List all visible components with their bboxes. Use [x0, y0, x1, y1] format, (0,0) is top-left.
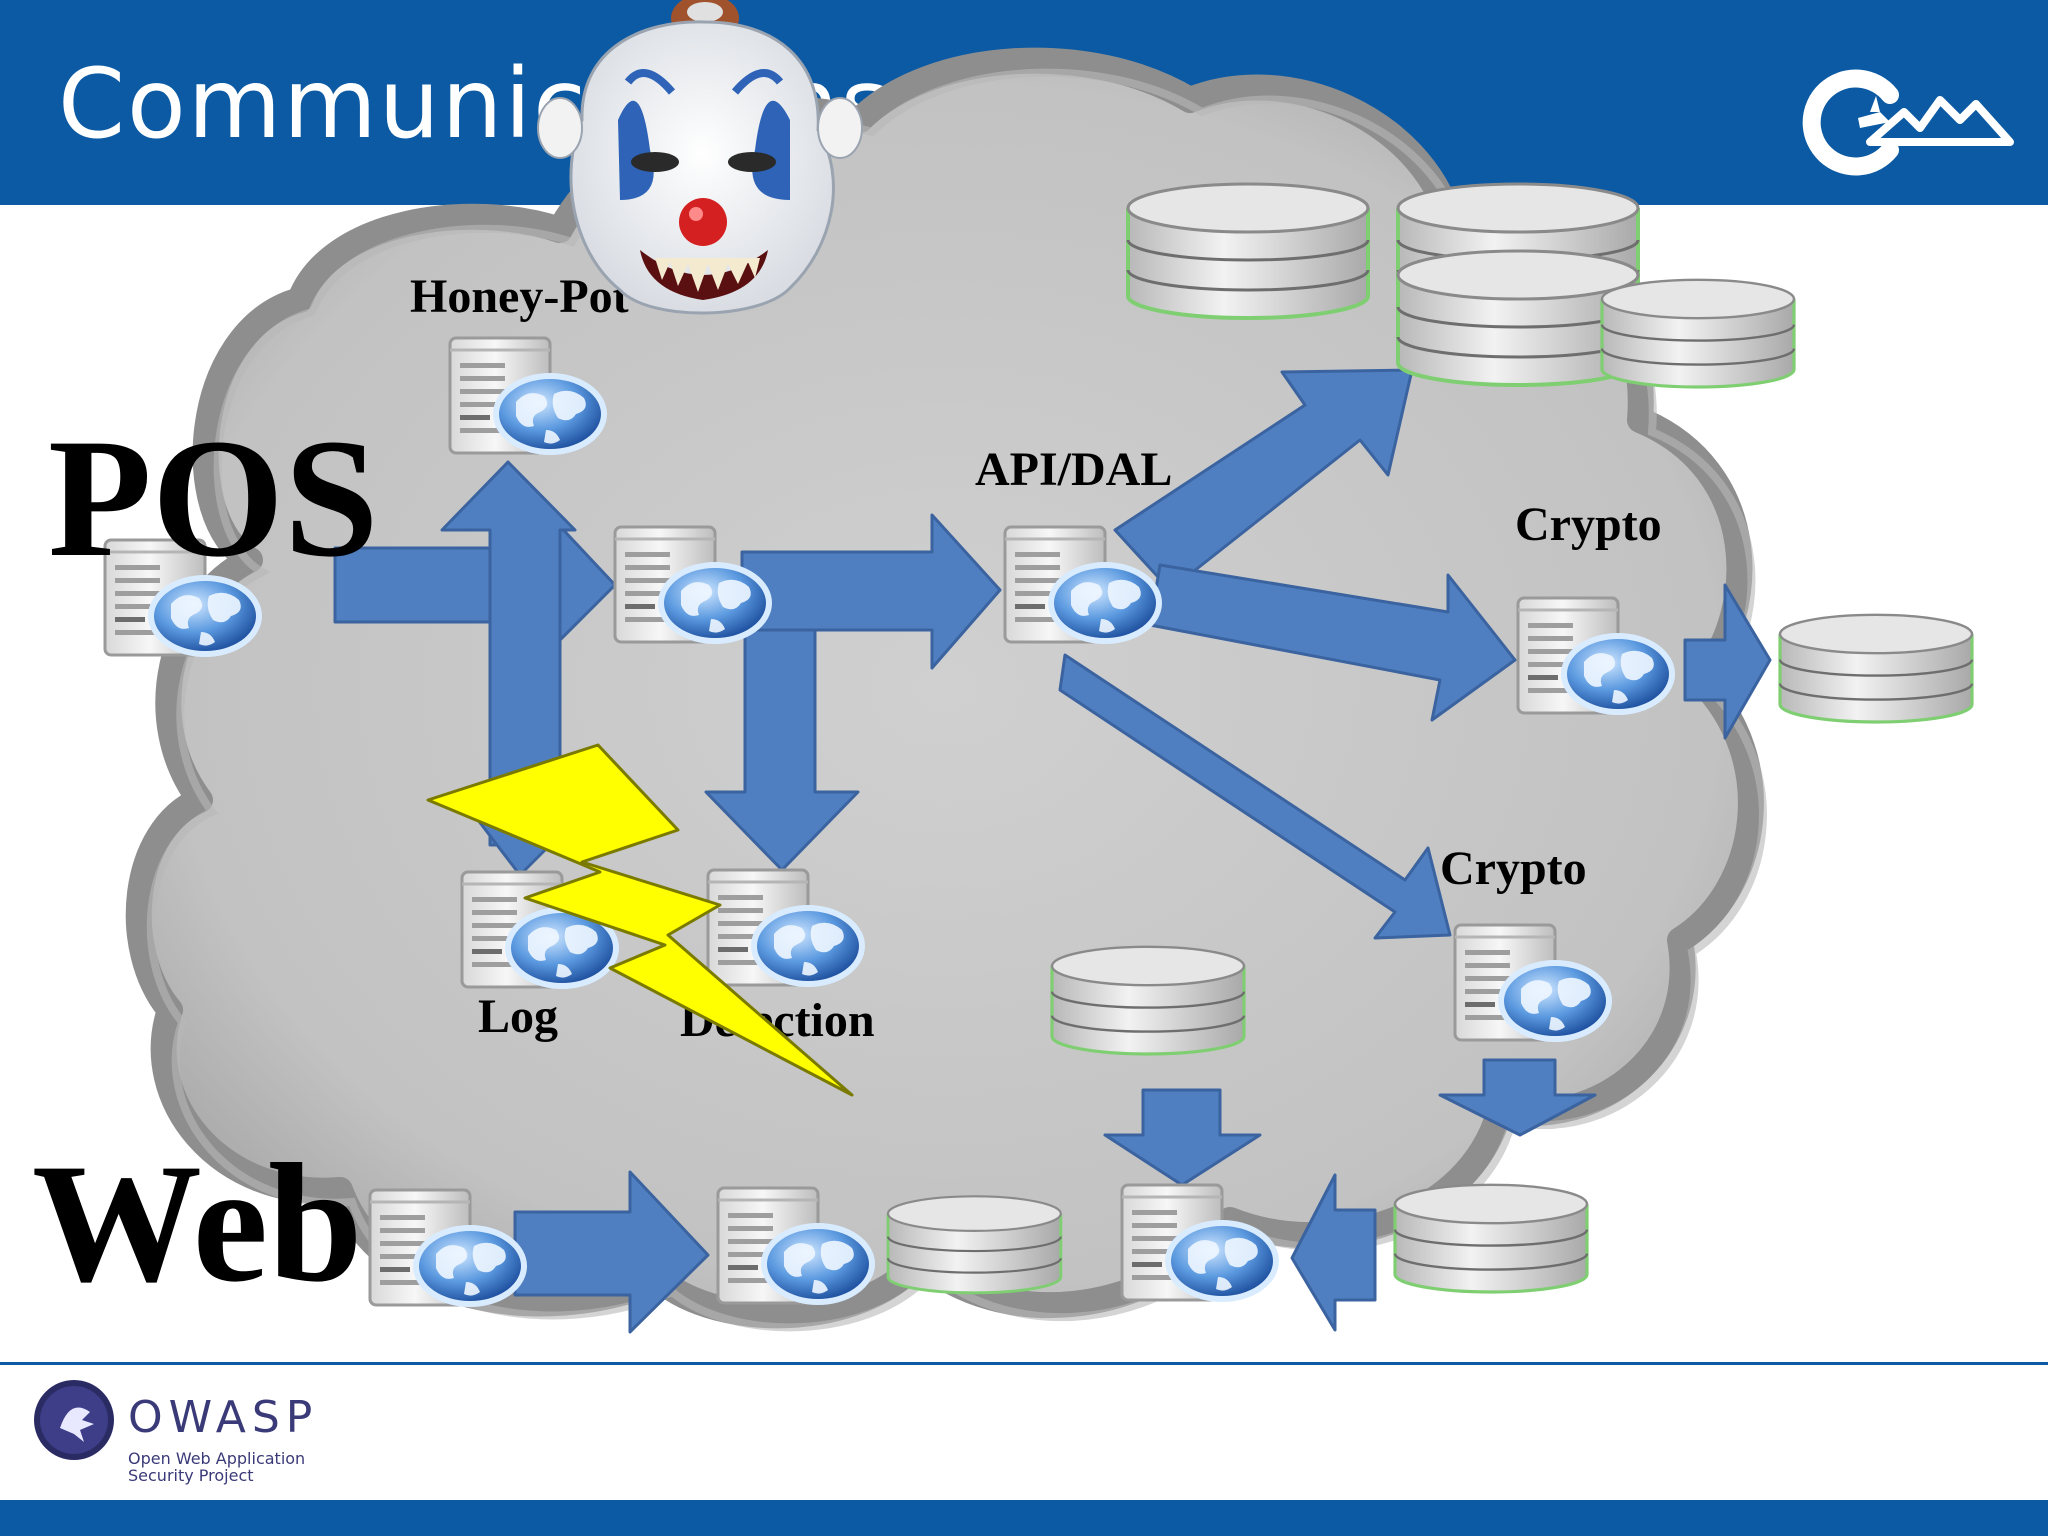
arrow-api-to-crypto1	[1148, 563, 1517, 722]
crypto-label-lower: Crypto	[1440, 842, 1587, 895]
database-icon	[1393, 1183, 1589, 1294]
database-icon	[1050, 945, 1246, 1056]
owasp-tagline-line1: Open Web Application	[128, 1449, 306, 1468]
clown-face	[537, 0, 863, 315]
brand-mountain-logo	[1802, 69, 2014, 176]
lightning-bolt	[426, 743, 854, 1097]
arrow-crypto2-to-db	[1438, 1058, 1597, 1137]
database-icon	[1778, 613, 1974, 724]
arrow-to-detection	[704, 628, 860, 872]
owasp-tagline: Open Web Application Security Project	[128, 1450, 308, 1484]
database-icon	[1126, 182, 1370, 320]
owasp-logo	[34, 1380, 114, 1460]
arrow-api-to-crypto2	[1058, 653, 1452, 940]
owasp-wordmark: OWASP	[128, 1392, 319, 1443]
arrow-db-to-web-server	[1103, 1088, 1262, 1187]
pos-label: POS	[48, 404, 379, 592]
arrow-web-to-server	[513, 1170, 710, 1334]
api-dal-label: API/DAL	[975, 443, 1172, 496]
arrow-db-to-server-left	[1290, 1173, 1377, 1332]
crypto-label-upper: Crypto	[1515, 498, 1662, 551]
database-icon	[1600, 278, 1796, 389]
arrow-crypto1-to-db	[1683, 583, 1772, 740]
web-label: Web	[32, 1129, 363, 1317]
honeypot-label: Honey-Pot	[410, 270, 629, 323]
log-label: Log	[478, 990, 558, 1043]
footer-bar	[0, 1500, 2048, 1536]
arrow-api-to-dbs	[1113, 368, 1414, 592]
footer-divider	[0, 1362, 2048, 1365]
owasp-tagline-line2: Security Project	[128, 1466, 254, 1485]
database-icon	[886, 1194, 1063, 1295]
